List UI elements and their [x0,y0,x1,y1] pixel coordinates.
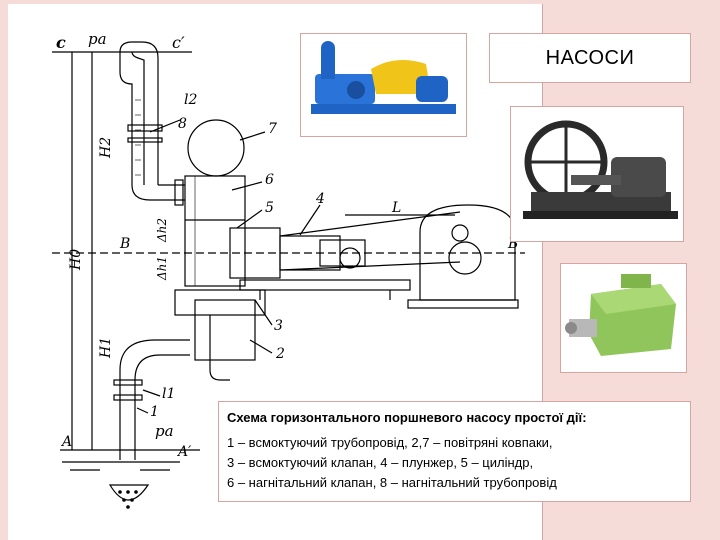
label-l2: l2 [184,92,197,108]
label-A-prime: A′ [176,444,192,460]
label-L: L [391,200,401,216]
blue-piston-pump-icon [300,33,467,137]
pump-schematic: c pa c′ l2 8 7 H2 6 5 4 L H0 Δh2 B B′ Δh… [52,30,525,509]
label-c-prime: c′ [172,33,185,52]
diagram-caption: Схема горизонтального поршневого насосу … [218,401,691,502]
label-h1: H1 [98,337,114,359]
label-h2: H2 [98,137,114,159]
label-6: 6 [265,172,274,188]
label-A: A [60,434,72,450]
label-B: B [119,236,130,252]
label-pa-bottom: pa [155,422,174,440]
label-pa-top: pa [88,30,107,48]
label-4: 4 [315,191,325,207]
label-dh2: Δh2 [155,218,169,243]
green-hydraulic-pump-icon [560,263,687,373]
caption-line-2: 3 – всмоктуючий клапан, 4 – плунжер, 5 –… [227,455,534,470]
label-l1: l1 [162,386,175,402]
caption-line-1: 1 – всмоктуючий трубопровід, 2,7 – повіт… [227,435,553,450]
label-8: 8 [178,116,187,132]
label-7: 7 [268,121,277,137]
slide-title: НАСОСИ [489,33,691,83]
steam-engine-pump-icon [510,106,684,242]
label-1: 1 [150,404,159,420]
label-c: c [56,33,66,52]
caption-line-3: 6 – нагнітальний клапан, 8 – нагнітальни… [227,475,557,490]
caption-title: Схема горизонтального поршневого насосу … [227,410,587,425]
label-3: 3 [274,318,283,334]
label-2: 2 [275,346,285,362]
label-dh1: Δh1 [155,256,169,281]
label-5: 5 [265,200,274,216]
label-h0: H0 [68,249,84,271]
